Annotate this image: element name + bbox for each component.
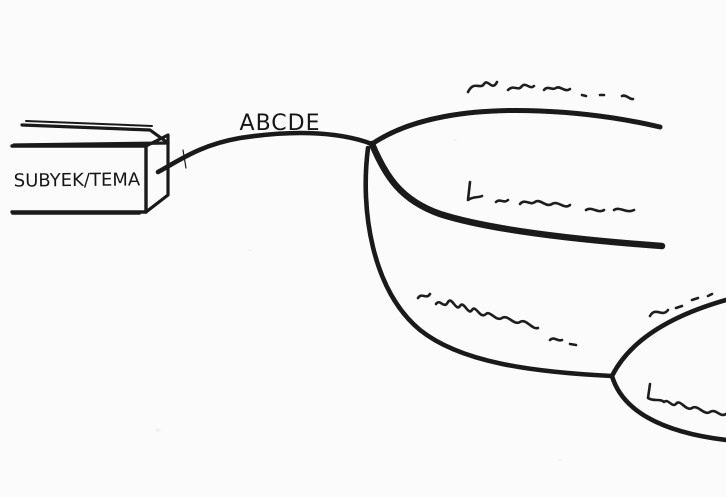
main-branch-line — [155, 130, 375, 175]
sub-branch-lower-scribble — [416, 292, 578, 347]
central-topic-label: SUBYEK/TEMA — [14, 169, 141, 191]
branch-tick — [182, 149, 187, 169]
sub-branch-middle — [368, 140, 666, 250]
sub-branch-lower — [363, 145, 615, 379]
sub-branch-upper-scribble — [466, 80, 635, 101]
sub-branch-upper — [369, 108, 663, 147]
fork-branch-lower-scribble — [646, 382, 726, 417]
paper-texture — [155, 139, 562, 461]
main-branch-label: ABCDE — [240, 111, 321, 136]
sub-branch-middle-scribble — [466, 180, 636, 213]
fork-branch-upper-scribble — [648, 292, 714, 318]
central-topic-box: SUBYEK/TEMA — [10, 120, 170, 215]
fork-branch-lower — [609, 373, 726, 443]
fork-branch-upper — [609, 297, 726, 379]
